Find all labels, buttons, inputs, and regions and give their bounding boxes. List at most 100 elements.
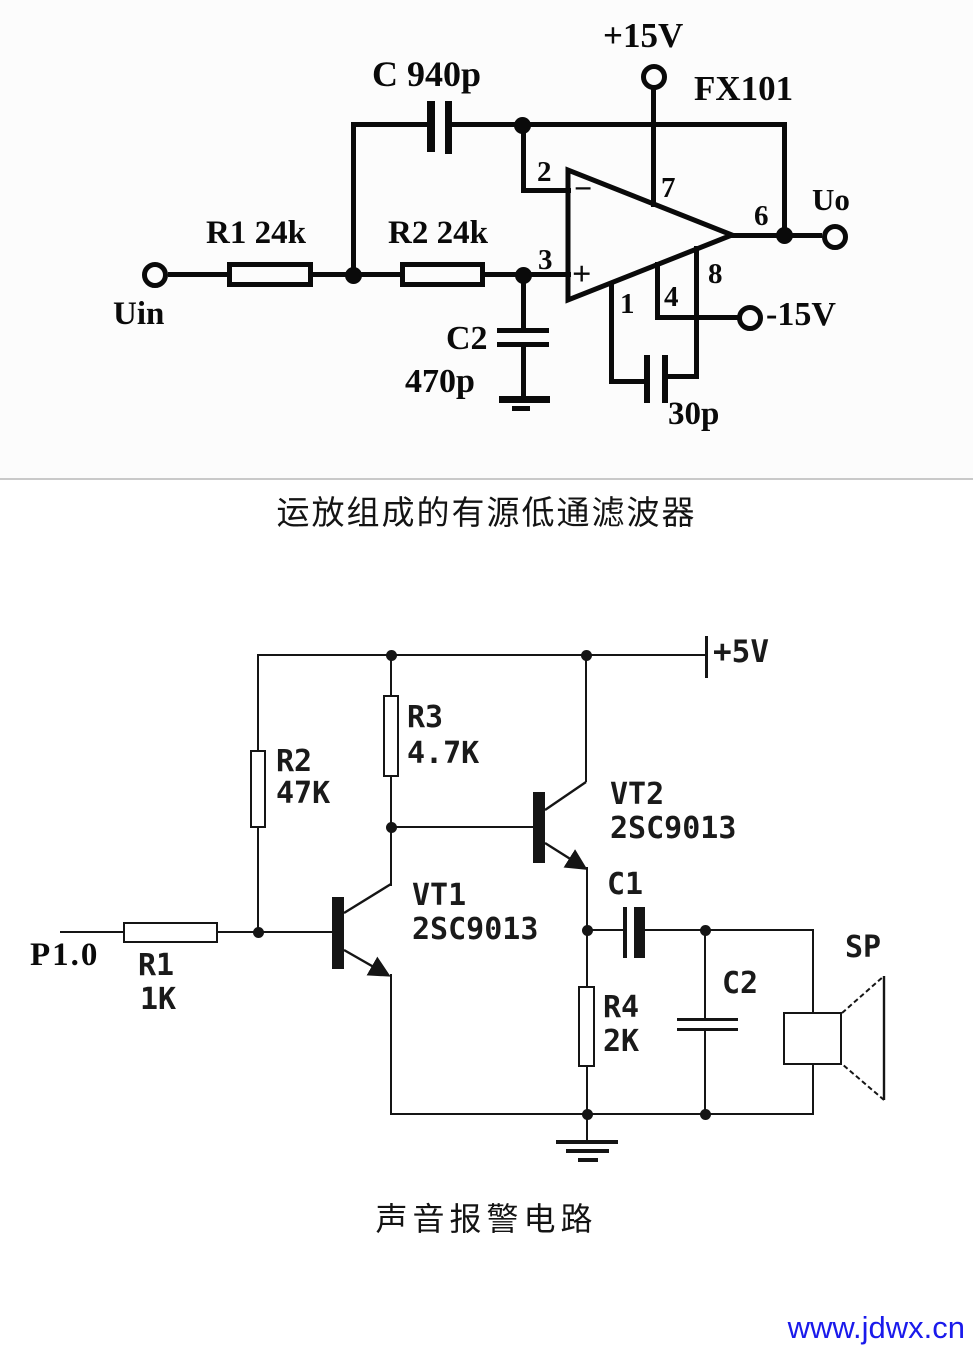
pin1-label: 1 [620,288,635,320]
vt1-collector-line [343,882,392,915]
cap940-plate-right [445,101,452,154]
wire-speaker-bottom-lead [812,1065,814,1115]
junction-emitter-c1 [582,925,593,936]
ground-bar-1 [499,396,550,403]
circuit1-caption: 运放组成的有源低通滤波器 [276,496,697,532]
wire-r2-top-lead [257,654,259,750]
c2-plate-top [497,328,549,333]
ground2-bar-2 [566,1149,609,1153]
junction-c1-c2 [700,925,711,936]
wire-r3-top-lead [390,654,392,695]
speaker-cone-top [841,975,885,1014]
junction-r3-vt1 [386,822,397,833]
wire-speaker-top-lead [812,931,814,1013]
vcc-label: +15V [603,16,684,55]
cap30-plate-right [662,355,668,403]
terminal-uo [822,224,848,250]
cap30-plate-left [644,355,650,403]
wire-vt2-collector [585,654,587,782]
speaker-cone-bottom [841,1063,885,1101]
wire-pin8-vertical [694,246,699,379]
wire-30p-to-pin8 [666,374,699,379]
wire-vt2-emitter [586,867,588,931]
wire-c2-bottom-lead [521,345,526,399]
junction-r2-base [253,927,264,938]
wire-input [60,931,123,933]
vt1-base-bar [332,897,344,969]
junction-r1-r2-feedback [345,267,362,284]
junction-rail-c2 [700,1109,711,1120]
wire-pin1-vertical [609,281,614,384]
resistor-r1b-body [123,922,218,943]
wire-r1-to-vt1 [218,931,333,933]
wire-ground-lead [586,1115,588,1141]
r1-label: R1 24k [206,215,306,251]
terminal-vcc [641,64,667,90]
r3b-value-label: 4.7K [407,736,480,771]
resistor-r4b-body [578,986,595,1067]
wire-c2b-bottom-lead [704,1031,706,1115]
vt2-base-bar [533,792,545,863]
c2-plate-bottom [497,342,549,347]
pin3-label: 3 [538,244,553,276]
r2b-value-label: 47K [276,776,331,811]
vee-label: -15V [766,296,836,333]
pin8-label: 8 [708,258,723,290]
wire-feedback-left-vertical [351,122,356,278]
resistor-r2-body [400,262,485,287]
r3b-name-label: R3 [407,700,444,735]
junction-rail-r4 [582,1109,593,1120]
cap940-plate-left [427,101,435,152]
c2-value-label: 470p [405,363,475,400]
c2-name-label: C2 [446,320,488,357]
wire-r3-bottom-lead [390,777,392,828]
wire-vt1-emitter [390,974,392,1115]
terminal-vee [737,305,763,331]
wire-pin2-horizontal [521,188,571,193]
terminal-uin [142,262,168,288]
opamp-inverting-sign: − [574,170,593,206]
wire-r4-bottom-lead [586,1067,588,1115]
vt2-name-label: VT2 [610,777,665,812]
wire-c2b-top-lead [704,931,706,1020]
pin6-label: 6 [754,200,769,232]
wire-vt2-base [391,826,533,828]
junction-rail-vt2 [581,650,592,661]
wire-top-right-segment [450,122,786,127]
watermark: www.jdwx.cn [787,1310,965,1345]
wire-r2-bottom-lead [257,828,259,933]
junction-pin3-c2 [515,267,532,284]
junction-output-feedback [776,227,793,244]
resistor-r2b-body [250,750,266,828]
opamp-triangle [565,166,739,304]
r4-name-label: R4 [603,990,640,1025]
wire-vt1-collector [390,827,392,886]
r4-value-label: 2K [603,1024,640,1059]
ic-label: FX101 [694,69,794,108]
c1-label: C1 [607,867,644,902]
vt1-emitter-line [343,948,391,977]
pin4-label: 4 [664,281,679,313]
wire-r4-top-lead [586,931,588,986]
c1-plate-left [623,907,627,958]
circuit1-image-block [0,0,973,480]
ground2-bar-1 [556,1140,618,1144]
speaker-label: SP [845,930,882,965]
c2b-plate-bottom [677,1028,738,1031]
vt1-name-label: VT1 [412,878,467,913]
wire-feedback-right-vertical [782,122,787,238]
resistor-r1-body [227,262,313,287]
pin2-label: 2 [537,156,552,188]
ground-bar-2 [512,406,530,411]
vcc2-label: +5V [713,634,769,670]
junction-top-pin2 [514,117,531,134]
wire-c2-top-lead [521,275,526,331]
resistor-r3b-body [383,695,399,777]
pin7-label: 7 [661,172,676,204]
c2b-plate-top [677,1018,738,1021]
uin-label: Uin [113,296,165,332]
wire-uin-to-r1 [168,272,228,277]
wire-top-rail [257,654,707,656]
wire-c1-left [587,929,624,931]
